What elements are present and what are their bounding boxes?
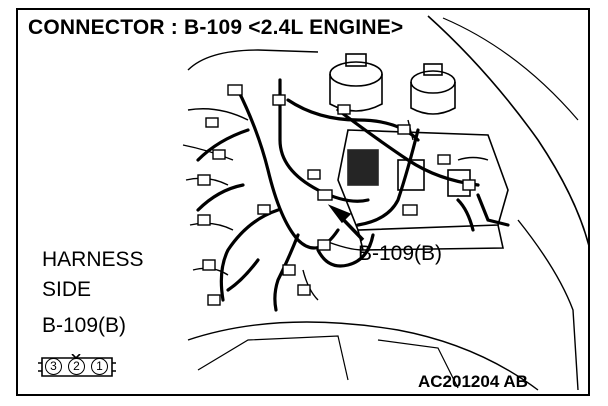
figure-code: AC201204 AB (418, 372, 528, 391)
bay-outline-right (517, 219, 579, 391)
harness-side-line1: HARNESS (42, 248, 144, 271)
diagram-title: CONNECTOR : B-109 <2.4L ENGINE> (28, 16, 404, 39)
fender-outline (442, 17, 579, 121)
harness-side-line2: SIDE (42, 278, 92, 301)
callout-arrow (327, 204, 365, 242)
pin-3: 3 (45, 358, 62, 375)
diagram-frame: CONNECTOR : B-109 <2.4L ENGINE> (16, 8, 590, 396)
small-connectors (197, 84, 476, 306)
harness-side-connector: B-109(B) (42, 314, 127, 337)
engine-bay-illustration (182, 15, 588, 391)
connector-pinout: 3 2 1 (38, 354, 116, 380)
battery-box (337, 129, 509, 251)
bay-outline-left (187, 49, 319, 71)
bay-outline-bottom (187, 321, 539, 391)
bay-floor-2 (377, 339, 459, 389)
reservoir-right (410, 63, 456, 115)
pin-2: 2 (68, 358, 85, 375)
reservoir-left (329, 53, 383, 112)
pin-1: 1 (91, 358, 108, 375)
wiring-harness (196, 78, 510, 312)
callout-label: B-109(B) (358, 242, 443, 265)
bay-floor (197, 335, 349, 381)
hood-outline (427, 15, 588, 246)
